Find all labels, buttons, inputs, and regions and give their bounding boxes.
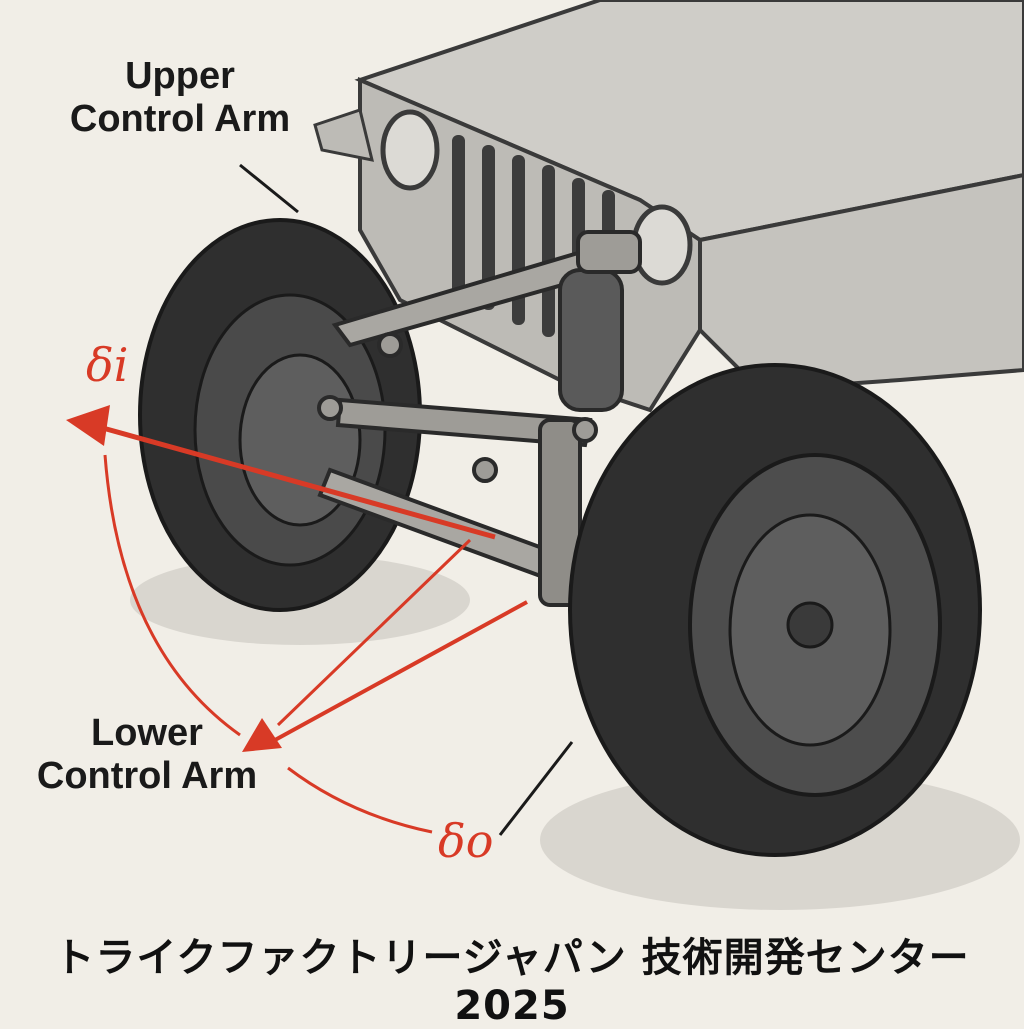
- headlight-right: [631, 204, 693, 286]
- delta-inner-label: δi: [86, 338, 129, 392]
- lower-label-leader: [498, 741, 574, 836]
- headlight-left: [380, 109, 440, 191]
- suspension-assembly: [317, 230, 642, 607]
- shock-absorber: [558, 268, 624, 412]
- outer-angle-arc: [287, 766, 433, 834]
- outer-angle-arrow-line-2: [276, 538, 472, 727]
- footer-caption: トライクファクトリージャパン 技術開発センター 2025: [54, 935, 970, 1029]
- right-tire: [568, 363, 982, 857]
- shock-mount: [576, 230, 642, 274]
- vehicle-bumper: [313, 108, 375, 162]
- vehicle-fender: [698, 172, 1024, 393]
- outer-angle-arrow-line-1: [274, 600, 528, 742]
- inner-angle-arrow-line: [91, 422, 496, 540]
- lower-control-arm-label: Lower Control Arm: [36, 712, 258, 797]
- upper-label-leader: [239, 163, 299, 214]
- inner-angle-arrowhead: [66, 405, 110, 446]
- upper-control-arm-label: Upper Control Arm: [69, 55, 291, 140]
- steering-angle-annotations: [91, 422, 528, 834]
- inner-angle-arc: [103, 454, 241, 737]
- delta-outer-label: δo: [438, 814, 494, 868]
- knuckle: [538, 418, 582, 607]
- outer-angle-arrowhead: [242, 718, 282, 752]
